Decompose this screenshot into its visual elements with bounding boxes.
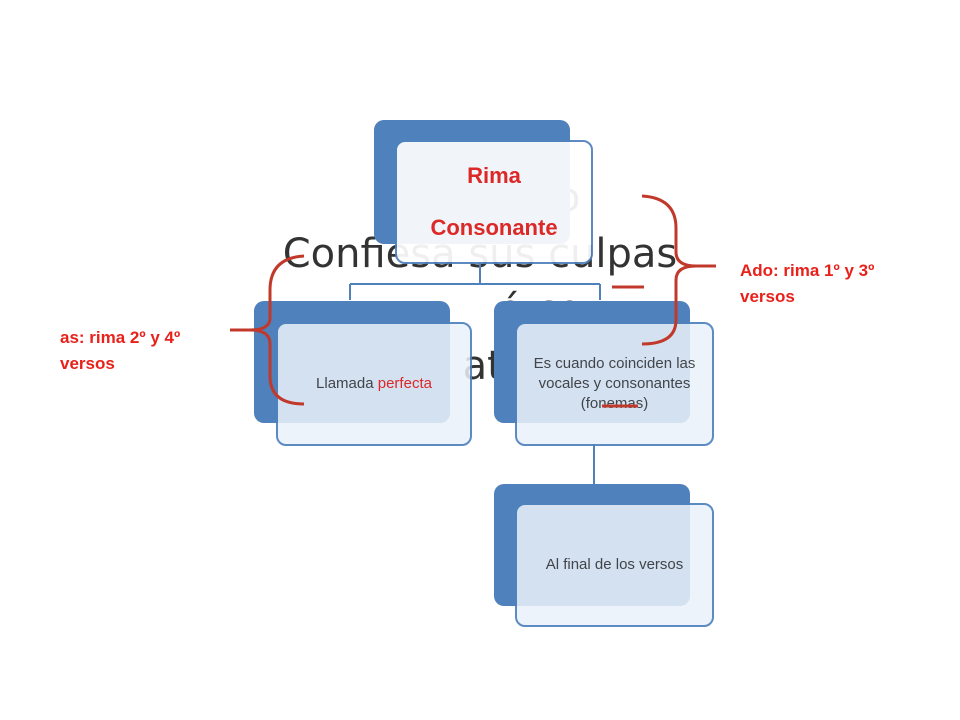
left-brace (249, 254, 305, 406)
right-annotation: Ado: rima 1º y 3º versos (740, 261, 875, 306)
left-node: Llamada perfecta (276, 322, 472, 446)
left-node-text: Llamada perfecta (312, 374, 436, 394)
right-node: Es cuando coinciden las vocales y conson… (515, 322, 714, 446)
left-node-prefix: Llamada (316, 375, 378, 392)
right-brace (641, 194, 697, 346)
root-title-line-2: Consonante (430, 215, 558, 240)
root-node: Rima Consonante (395, 140, 593, 264)
bottom-node-text: Al final de los versos (545, 556, 684, 573)
root-title-line-1: Rima (467, 163, 521, 188)
bottom-node: Al final de los versos (515, 503, 714, 627)
right-node-text: Es cuando coinciden las vocales y conson… (533, 355, 696, 412)
left-node-emphasis: perfecta (377, 375, 432, 392)
left-annotation: as: rima 2º y 4º versos (60, 328, 181, 373)
